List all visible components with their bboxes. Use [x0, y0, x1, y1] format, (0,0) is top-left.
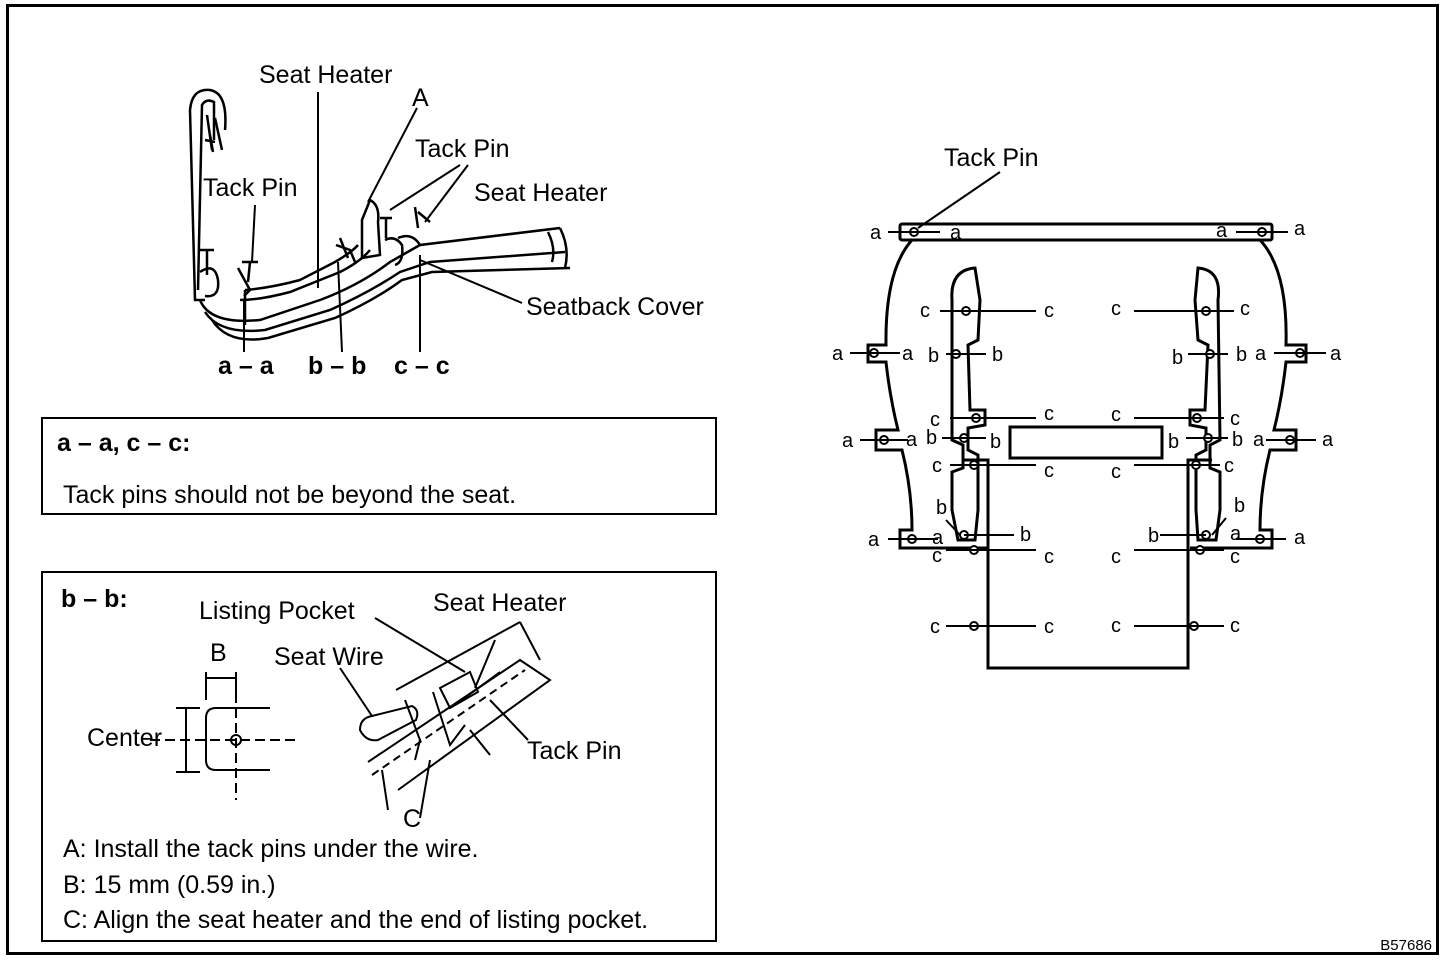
point-c-label: c: [932, 455, 942, 477]
point-b-label: b: [1168, 431, 1179, 453]
figure-id: B57686: [1380, 937, 1432, 954]
c-marker-label: C: [403, 805, 422, 833]
note-box-b-b: b – b: Listing Pocket Seat Heater B Seat…: [41, 571, 717, 942]
cross-section-labels: Seat Heater A Tack Pin Tack Pin Seat Hea…: [203, 61, 704, 380]
point-b-label: b: [1232, 429, 1243, 451]
tack-pin-label-left: Tack Pin: [203, 174, 297, 202]
seat-layout-leaders: [850, 171, 1326, 627]
listing-pocket-drawing: [339, 617, 552, 819]
center-label: Center: [87, 724, 163, 752]
seatback-cover-label: Seatback Cover: [526, 293, 704, 321]
point-a-label: a: [1253, 429, 1265, 451]
seat-layout-labels: Tack Pin a a a a a a a a a a a a a a a a…: [832, 144, 1342, 638]
point-c-label: c: [1240, 298, 1250, 320]
point-c-label: c: [1111, 546, 1121, 568]
seat-heater-label-right: Seat Heater: [474, 179, 607, 207]
point-b-label: b: [1236, 344, 1247, 366]
point-c-label: c: [1111, 461, 1121, 483]
point-c-label: c: [1044, 616, 1054, 638]
point-c-label: c: [930, 409, 940, 431]
center-detail-drawing: [150, 672, 300, 800]
point-a-label: a: [950, 222, 962, 244]
point-a-label: a: [868, 529, 880, 551]
b-marker-label: B: [210, 639, 227, 667]
point-a-label: a: [932, 527, 944, 549]
tack-pin-label: Tack Pin: [527, 737, 622, 765]
point-c-label: c: [1230, 546, 1240, 568]
note-title: b – b:: [61, 585, 128, 613]
point-a-label: a: [1216, 220, 1228, 242]
seat-heater-label: Seat Heater: [259, 61, 392, 89]
note-line-a: A: Install the tack pins under the wire.: [63, 835, 479, 863]
point-a-label: a: [842, 430, 854, 452]
point-c-label: c: [1111, 615, 1121, 637]
cross-section-drawing: [188, 88, 571, 353]
point-a-label: a: [1255, 343, 1267, 365]
point-c-label: c: [930, 616, 940, 638]
listing-pocket-label: Listing Pocket: [199, 597, 355, 625]
point-b-label: b: [936, 497, 947, 519]
point-a-label: a: [1294, 527, 1306, 549]
point-a-label: a: [832, 343, 844, 365]
section-a-a-label: a – a: [218, 352, 275, 380]
point-c-label: c: [1111, 404, 1121, 426]
point-c-label: c: [1044, 460, 1054, 482]
point-b-label: b: [1172, 347, 1183, 369]
seat-heater-label: Seat Heater: [433, 589, 567, 617]
note-line-b: B: 15 mm (0.59 in.): [63, 871, 276, 899]
point-a-label: a: [906, 429, 918, 451]
point-c-label: c: [1224, 455, 1234, 477]
point-a-label: a: [902, 343, 914, 365]
note-box-a-c: a – a, c – c: Tack pins should not be be…: [41, 417, 717, 515]
point-b-label: b: [928, 345, 939, 367]
tack-pin-label-right: Tack Pin: [415, 135, 509, 163]
point-c-label: c: [1044, 300, 1054, 322]
point-b-label: b: [926, 427, 937, 449]
point-c-label: c: [1044, 403, 1054, 425]
section-c-c-label: c – c: [394, 352, 450, 380]
a-marker-label: A: [412, 84, 429, 112]
point-a-label: a: [1330, 343, 1342, 365]
point-b-label: b: [992, 344, 1003, 366]
note-text: Tack pins should not be beyond the seat.: [63, 481, 517, 509]
point-c-label: c: [920, 300, 930, 322]
point-c-label: c: [932, 545, 942, 567]
point-b-label: b: [1234, 495, 1245, 517]
point-a-label: a: [870, 222, 882, 244]
point-a-label: a: [1322, 429, 1334, 451]
point-b-label: b: [990, 431, 1001, 453]
note-line-c: C: Align the seat heater and the end of …: [63, 906, 649, 934]
note-title: a – a, c – c:: [57, 429, 191, 457]
point-c-label: c: [1230, 615, 1240, 637]
section-b-b-label: b – b: [308, 352, 366, 380]
figure-frame: [6, 4, 1439, 955]
point-b-label: b: [1020, 524, 1031, 546]
seat-wire-label: Seat Wire: [274, 643, 384, 671]
tack-pin-label-layout: Tack Pin: [944, 144, 1038, 172]
point-c-label: c: [1044, 546, 1054, 568]
point-a-label: a: [1294, 218, 1306, 240]
point-a-label: a: [1230, 523, 1242, 545]
point-c-label: c: [1230, 408, 1240, 430]
point-b-label: b: [1148, 525, 1159, 547]
point-c-label: c: [1111, 298, 1121, 320]
